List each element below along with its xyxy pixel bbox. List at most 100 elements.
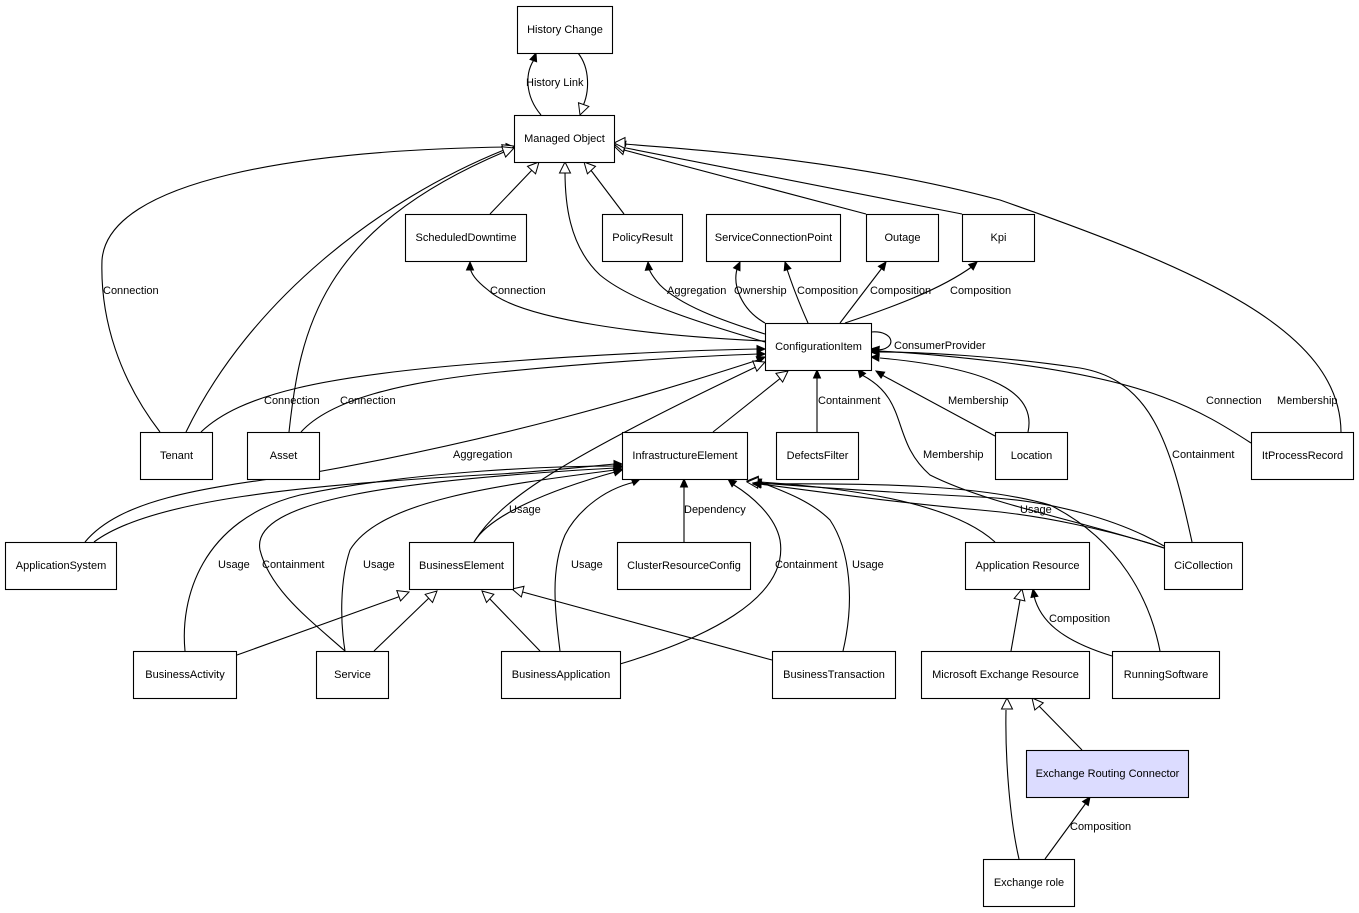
edge-line bbox=[619, 484, 782, 665]
node-label: BusinessElement bbox=[419, 560, 504, 572]
node-box bbox=[513, 114, 616, 164]
node-box bbox=[865, 213, 940, 263]
filled-arrowhead bbox=[869, 347, 880, 357]
node-box bbox=[994, 431, 1069, 481]
filled-arrowhead bbox=[756, 349, 767, 359]
filled-arrowhead bbox=[783, 260, 792, 272]
edge-line bbox=[623, 143, 1342, 433]
node-kpi[interactable]: Kpi bbox=[961, 213, 1036, 263]
edge-infra-to-ci bbox=[712, 370, 789, 433]
node-cicoll[interactable]: CiCollection bbox=[1163, 541, 1244, 591]
node-box bbox=[1111, 650, 1221, 700]
node-location[interactable]: Location bbox=[994, 431, 1069, 481]
node-box bbox=[764, 322, 873, 372]
node-service[interactable]: Service bbox=[315, 650, 390, 700]
edge-history-to-managed bbox=[577, 52, 590, 117]
edge-line bbox=[487, 596, 541, 652]
filled-arrowhead bbox=[812, 368, 822, 379]
filled-arrowhead bbox=[857, 367, 867, 379]
filled-arrowhead bbox=[756, 344, 767, 354]
edge-busapp-to-infra bbox=[619, 478, 782, 665]
node-history[interactable]: History Change bbox=[516, 5, 614, 55]
filled-arrowhead bbox=[679, 477, 689, 488]
filled-arrowhead bbox=[874, 370, 886, 380]
node-running[interactable]: RunningSoftware bbox=[1111, 650, 1221, 700]
node-label: ItProcessRecord bbox=[1262, 450, 1343, 462]
edge-label: Containment bbox=[818, 395, 880, 407]
node-box bbox=[775, 431, 860, 481]
node-label: Outage bbox=[884, 232, 920, 244]
edge-asset-to-ci bbox=[300, 349, 767, 433]
node-label: ServiceConnectionPoint bbox=[715, 232, 832, 244]
node-busapp[interactable]: BusinessApplication bbox=[500, 650, 622, 700]
edge-ci-to-scp bbox=[732, 260, 766, 324]
edge-line bbox=[489, 168, 534, 215]
node-exrole[interactable]: Exchange role bbox=[982, 858, 1076, 908]
edge-label: Dependency bbox=[684, 504, 746, 516]
edge-ci-to-scp bbox=[783, 260, 809, 324]
hollow-arrowhead bbox=[583, 161, 597, 175]
node-box bbox=[1163, 541, 1244, 591]
edge-line bbox=[236, 595, 402, 656]
node-outage[interactable]: Outage bbox=[865, 213, 940, 263]
node-label: Microsoft Exchange Resource bbox=[932, 669, 1079, 681]
node-box bbox=[982, 858, 1076, 908]
node-sched[interactable]: ScheduledDowntime bbox=[404, 213, 528, 263]
node-appres[interactable]: Application Resource bbox=[964, 541, 1091, 591]
node-label: PolicyResult bbox=[612, 232, 673, 244]
edge-line bbox=[839, 267, 883, 324]
node-exrouting[interactable]: Exchange Routing Connector bbox=[1025, 749, 1190, 799]
edge-itproc-to-ci bbox=[869, 346, 1252, 444]
node-policy[interactable]: PolicyResult bbox=[601, 213, 684, 263]
edge-line bbox=[469, 265, 766, 342]
node-box bbox=[246, 431, 321, 481]
node-bustx[interactable]: BusinessTransaction bbox=[771, 650, 897, 700]
node-label: ScheduledDowntime bbox=[416, 232, 517, 244]
edge-line bbox=[1037, 704, 1083, 751]
edge-line bbox=[518, 590, 773, 661]
node-scp[interactable]: ServiceConnectionPoint bbox=[705, 213, 842, 263]
filled-arrowhead bbox=[612, 468, 624, 477]
edge-running-to-infra bbox=[751, 479, 1161, 652]
node-buselem[interactable]: BusinessElement bbox=[408, 541, 515, 591]
node-cluster[interactable]: ClusterResourceConfig bbox=[616, 541, 752, 591]
node-box bbox=[4, 541, 118, 591]
node-defects[interactable]: DefectsFilter bbox=[775, 431, 860, 481]
edge-ci-to-kpi bbox=[844, 261, 978, 324]
node-box bbox=[500, 650, 622, 700]
edge-label: Composition bbox=[870, 285, 931, 297]
edge-line bbox=[527, 56, 542, 116]
edge-line bbox=[93, 463, 616, 543]
edge-line bbox=[759, 481, 850, 652]
edge-ci-to-outage bbox=[839, 261, 887, 324]
edge-label: Membership bbox=[948, 395, 1009, 407]
node-busact[interactable]: BusinessActivity bbox=[132, 650, 238, 700]
edge-buselem-to-infra bbox=[473, 468, 624, 543]
filled-arrowhead bbox=[877, 261, 887, 272]
edge-line bbox=[759, 483, 1165, 549]
node-appsys[interactable]: ApplicationSystem bbox=[4, 541, 118, 591]
edge-location-to-ci bbox=[874, 370, 996, 437]
filled-arrowhead bbox=[1030, 587, 1039, 599]
node-asset[interactable]: Asset bbox=[246, 431, 321, 481]
node-infra[interactable]: InfrastructureElement bbox=[621, 431, 749, 481]
edge-label: Usage bbox=[363, 559, 395, 571]
edge-line bbox=[101, 146, 508, 433]
node-msexres[interactable]: Microsoft Exchange Resource bbox=[920, 650, 1091, 700]
node-ci[interactable]: ConfigurationItem bbox=[764, 322, 873, 372]
hollow-arrowhead bbox=[577, 102, 590, 117]
edge-label: Connection bbox=[490, 285, 546, 297]
edge-cicoll-to-ci bbox=[857, 367, 1165, 549]
edge-tenant-to-managed bbox=[101, 142, 516, 433]
node-managed[interactable]: Managed Object bbox=[513, 114, 616, 164]
hollow-arrowhead bbox=[1031, 697, 1045, 711]
filled-arrowhead bbox=[529, 51, 538, 63]
node-tenant[interactable]: Tenant bbox=[139, 431, 214, 481]
edge-bustx-to-buselem bbox=[510, 585, 773, 661]
hollow-arrowhead bbox=[1013, 587, 1026, 602]
filled-arrowhead bbox=[869, 353, 880, 362]
node-box bbox=[961, 213, 1036, 263]
edge-line bbox=[84, 359, 759, 543]
node-itproc[interactable]: ItProcessRecord bbox=[1250, 431, 1355, 481]
